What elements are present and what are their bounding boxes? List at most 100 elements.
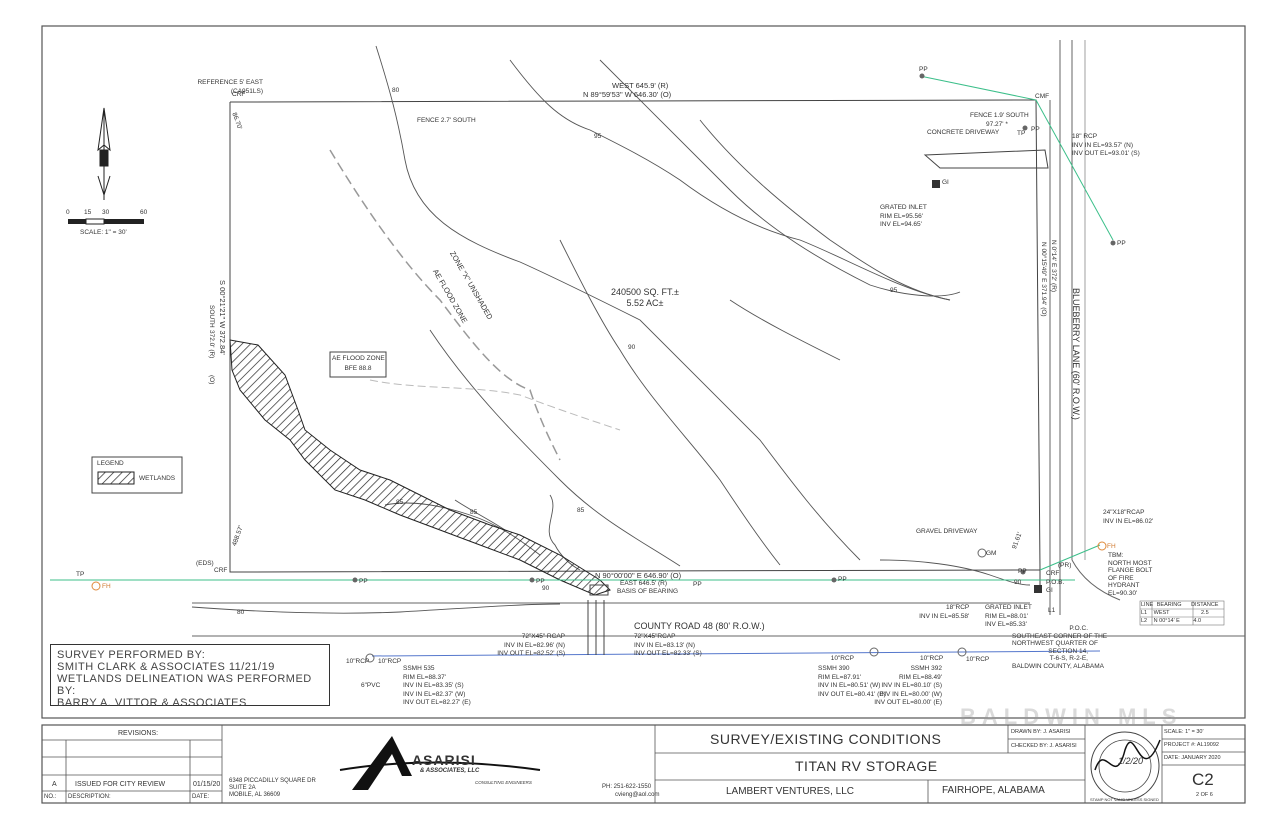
revisions-header: REVISIONS: xyxy=(118,730,159,737)
pob-label: P.O.B. xyxy=(1046,579,1065,586)
client-name: LAMBERT VENTURES, LLC xyxy=(726,786,855,797)
scale-field: SCALE: 1" = 30' xyxy=(1164,729,1204,735)
north-bearing: N 89°59'53" W 646.30' (O) xyxy=(583,90,672,99)
pob-pr: (PR) xyxy=(1058,562,1072,569)
pp-label: PP xyxy=(1031,126,1040,133)
pp-label: PP xyxy=(838,576,847,583)
stamp-date: 1/2/20 xyxy=(1118,756,1144,766)
cmf-label: CMF xyxy=(1035,93,1050,100)
contour-label: 85 xyxy=(470,509,478,516)
west-line-observed: (O) xyxy=(208,375,215,385)
logo-tag: CONSULTING ENGINEERS xyxy=(475,780,532,785)
fence-south-label: FENCE 2.7' SOUTH xyxy=(417,117,476,124)
checked-by: CHECKED BY: J. ASARISI xyxy=(1011,743,1077,749)
south-bearing: N 90°00'00" E 646.90' (O) xyxy=(595,571,682,580)
east-line-record: N 0°14' E 372' (R) xyxy=(1050,240,1057,293)
contour-label: 90 xyxy=(1014,579,1022,586)
l1-label: L1 xyxy=(1048,607,1056,614)
scale-text: SCALE: 1" = 30' xyxy=(80,229,127,236)
pp-label: PP xyxy=(1018,568,1027,575)
contour-label: 80 xyxy=(237,609,245,616)
sheet-of: 2 OF 6 xyxy=(1196,792,1213,798)
revision-date: 01/15/20 xyxy=(193,781,221,788)
pvc-6-label: 6"PVC xyxy=(361,682,381,689)
tp-label: TP xyxy=(76,571,85,578)
ssmh-390-label: 10"RCP xyxy=(830,655,854,662)
concrete-driveway-label: CONCRETE DRIVEWAY xyxy=(927,129,1000,136)
legend-title: LEGEND xyxy=(97,460,124,467)
gravel-driveway-label: GRAVEL DRIVEWAY xyxy=(916,528,978,535)
scale-tick: 30 xyxy=(102,209,110,216)
contour-label: 90 xyxy=(628,344,636,351)
gm-label: GM xyxy=(986,550,997,557)
project-number: PROJECT #: AL19092 xyxy=(1164,742,1219,748)
contour-label: 85 xyxy=(396,499,404,506)
revision-description: ISSUED FOR CITY REVIEW xyxy=(75,781,166,788)
pp-label: PP xyxy=(919,66,928,73)
fh-label: FH xyxy=(1107,543,1116,550)
gi-label: GI xyxy=(1046,587,1053,594)
scale-tick: 60 xyxy=(140,209,148,216)
logo-sub: & ASSOCIATES, LLC xyxy=(420,768,480,774)
firm-email: cvieng@aol.com xyxy=(615,792,660,798)
col-description: DESCRIPTION: xyxy=(68,794,111,800)
east-line-observed: N 00°15'49" E 371.94' (O) xyxy=(1040,242,1047,317)
project-location: FAIRHOPE, ALABAMA xyxy=(942,785,1045,796)
county-road-label: COUNTY ROAD 48 (80' R.O.W.) xyxy=(634,621,765,631)
contour-label: 85 xyxy=(577,507,585,514)
firm-phone: PH: 251-622-1550 xyxy=(602,784,652,790)
sheet-number: C2 xyxy=(1192,770,1214,789)
logo-name: ASARISI xyxy=(412,752,476,768)
contour-label: 80 xyxy=(392,87,400,94)
col-date: DATE: xyxy=(192,794,210,800)
rcp-10-left-label: 10"RCP xyxy=(378,658,402,665)
pp-label: PP xyxy=(359,578,368,585)
reference-label: REFERENCE 5' EAST(CA951LS) xyxy=(197,79,263,95)
line-table-row: L1 WEST 2.5 xyxy=(1141,610,1209,616)
col-no: NO.: xyxy=(44,794,57,800)
stamp-note: STAMP NOT VALID UNLESS SIGNED xyxy=(1090,797,1159,802)
crf-top: CRF xyxy=(232,91,246,98)
north-arrow xyxy=(97,107,111,200)
scale-tick: 15 xyxy=(84,209,92,216)
scale-bar xyxy=(68,218,144,225)
east-record: EAST 646.5' (R) xyxy=(620,580,668,587)
rcp-10-right-label: 10"RCP xyxy=(966,656,990,663)
west-line-bearing: S 00°21'21" W 372.84' xyxy=(218,280,227,355)
line-table-row: L2 N 00°14' E 4.0 xyxy=(1141,618,1202,624)
pp-label: PP xyxy=(693,581,702,588)
contour-label: 95 xyxy=(594,133,602,140)
drawn-by: DRAWN BY: J. ASARISI xyxy=(1011,729,1071,735)
contour-label: 90 xyxy=(542,585,550,592)
pp-label: PP xyxy=(1117,240,1126,247)
crf-bottom: CRF xyxy=(214,567,228,574)
engineer-stamp xyxy=(1090,731,1161,801)
pp-label: PP xyxy=(536,578,545,585)
ssmh-392-rcp: 10"RCP xyxy=(920,655,944,662)
west-record: WEST 645.9' (R) xyxy=(612,81,669,90)
line-table-header: LINE BEARING DISTANCE xyxy=(1141,602,1219,608)
scale-tick: 0 xyxy=(66,209,70,216)
rcp-10-left-label: 10"RCP xyxy=(346,658,370,665)
survey-note: SURVEY PERFORMED BY: SMITH CLARK & ASSOC… xyxy=(50,644,330,709)
tp-label: TP xyxy=(1017,130,1026,137)
mls-watermark: BALDWIN MLS xyxy=(960,704,1183,729)
blueberry-lane-label: BLUEBERRY LANE (60' R.O.W.) xyxy=(1071,288,1081,420)
west-line-record: 372.0' (R) xyxy=(208,330,215,359)
